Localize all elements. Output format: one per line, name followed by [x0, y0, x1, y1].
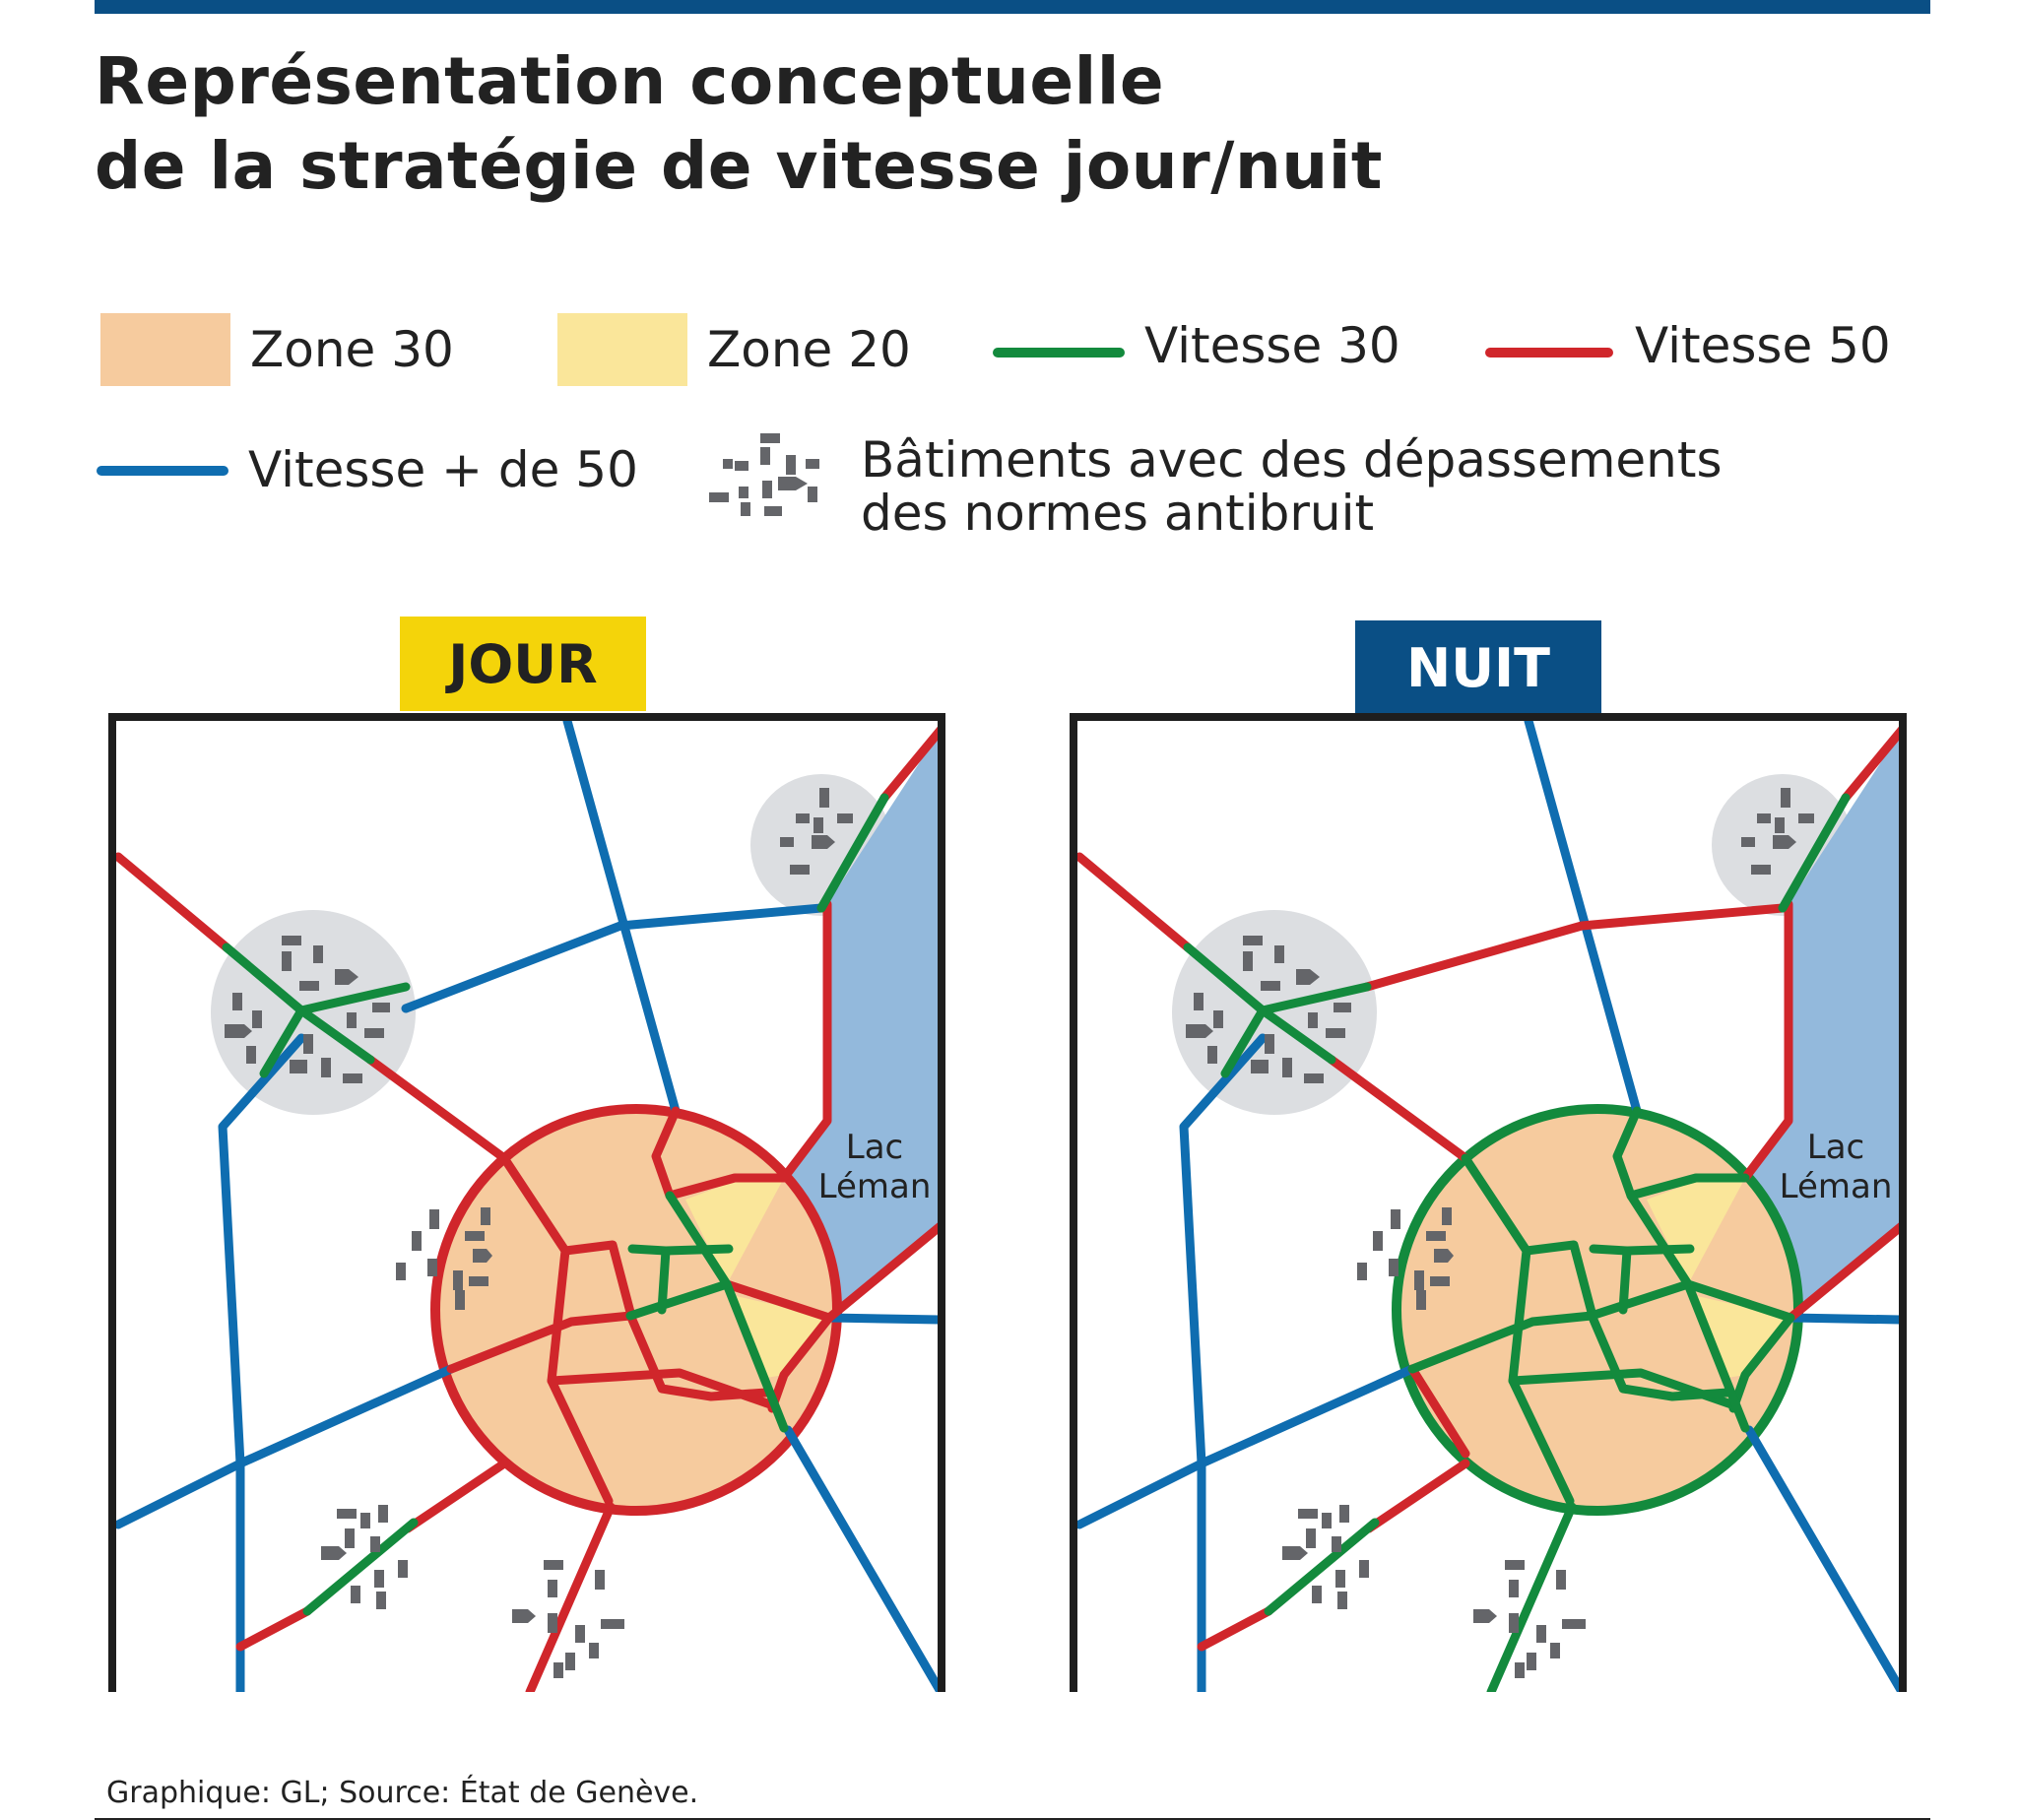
noise-zone-northwest: [211, 910, 416, 1115]
noise-zone-northwest: [1172, 910, 1377, 1115]
vitesse30-line: [993, 348, 1125, 358]
vitesse30-label: Vitesse 30: [1144, 317, 1400, 374]
vitesse50-line: [1485, 348, 1613, 358]
zone20-label: Zone 20: [707, 321, 911, 378]
zone20-swatch: [557, 313, 687, 386]
lake-label-line1: Lac: [846, 1128, 903, 1167]
roads-vitesse-30: [222, 793, 889, 1616]
title-line-1: Représentation conceptuelle: [95, 43, 1165, 119]
top-rule: [95, 0, 1930, 14]
building-clusters: [1186, 788, 1814, 1678]
vitesse-plus50-line: [97, 466, 228, 476]
vitesse-plus50-label: Vitesse + de 50: [248, 441, 638, 498]
title-line-2: de la stratégie de vitesse jour/nuit: [95, 128, 1383, 204]
map-nuit: Lac Léman: [1070, 713, 1907, 1692]
map-frame: [1070, 713, 1907, 1692]
zone20-area-north: [1647, 1178, 1745, 1284]
roads-vitesse-50: [1074, 724, 1907, 1652]
map-frame: [108, 713, 945, 1692]
lake-label-line2: Léman: [818, 1167, 932, 1206]
nuit-label: NUIT: [1355, 620, 1601, 715]
batiments-label-line1: Bâtiments avec des dépassements: [861, 431, 1723, 488]
source-credit: Graphique: GL; Source: État de Genève.: [106, 1776, 699, 1810]
zone30-swatch: [100, 313, 230, 386]
jour-label: JOUR: [400, 617, 646, 711]
buildings-icon: [709, 433, 819, 516]
roads-vitesse-plus50: [113, 716, 944, 1692]
lake: [727, 729, 942, 1314]
lake-label-line2: Léman: [1780, 1167, 1893, 1206]
zone20-area-north: [685, 1178, 784, 1284]
roads-vitesse-30: [1183, 793, 1851, 1692]
roads-vitesse-50: [113, 724, 945, 1692]
zone30-label: Zone 30: [250, 321, 454, 378]
lake: [1688, 729, 1903, 1314]
batiments-label-line2: des normes antibruit: [861, 485, 1375, 542]
map-jour: Lac Léman: [108, 713, 945, 1692]
roads-vitesse-plus50: [1074, 716, 1906, 1692]
building-clusters: [225, 788, 853, 1678]
vitesse50-label: Vitesse 50: [1635, 317, 1891, 374]
page-title: Représentation conceptuelle de la straté…: [95, 39, 1383, 209]
lake-label-line1: Lac: [1807, 1128, 1864, 1167]
